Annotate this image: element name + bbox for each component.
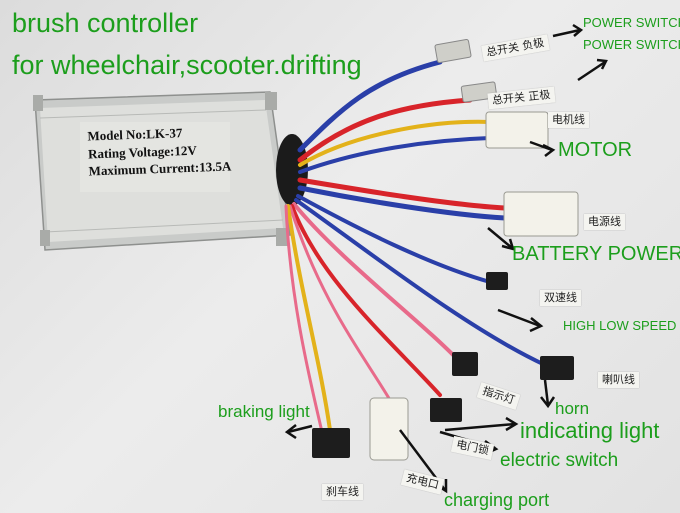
label-braking-light: braking light bbox=[218, 402, 310, 421]
tag-motor: 电机线 bbox=[548, 112, 589, 129]
label-charging-port: charging port bbox=[444, 490, 550, 510]
tag-battery: 电源线 bbox=[584, 214, 625, 231]
label-indicating-light: indicating light bbox=[520, 418, 660, 443]
tag-brake: 刹车线 bbox=[322, 484, 363, 501]
label-high-low-speed: HIGH LOW SPEED bbox=[563, 318, 677, 333]
label-power-switch-p: POWER SWITCH P bbox=[583, 37, 680, 52]
label-power-switch-n: POWER SWITCH N bbox=[583, 15, 680, 30]
nameplate: Model No:LK-37 Rating Voltage:12V Maximu… bbox=[87, 123, 232, 181]
tag-speed: 双速线 bbox=[540, 290, 581, 307]
connectors bbox=[312, 39, 579, 461]
title-line-1: brush controller bbox=[12, 8, 199, 38]
wire-harness bbox=[284, 59, 547, 434]
label-horn: horn bbox=[555, 399, 590, 418]
label-motor: MOTOR bbox=[558, 139, 633, 161]
controller-box bbox=[33, 91, 291, 251]
label-battery-power: BATTERY POWER bbox=[512, 243, 680, 265]
tag-horn: 喇叭线 bbox=[598, 372, 639, 389]
label-electric-switch: electric switch bbox=[500, 450, 619, 471]
title-line-2: for wheelchair,scooter.drifting bbox=[12, 50, 362, 80]
